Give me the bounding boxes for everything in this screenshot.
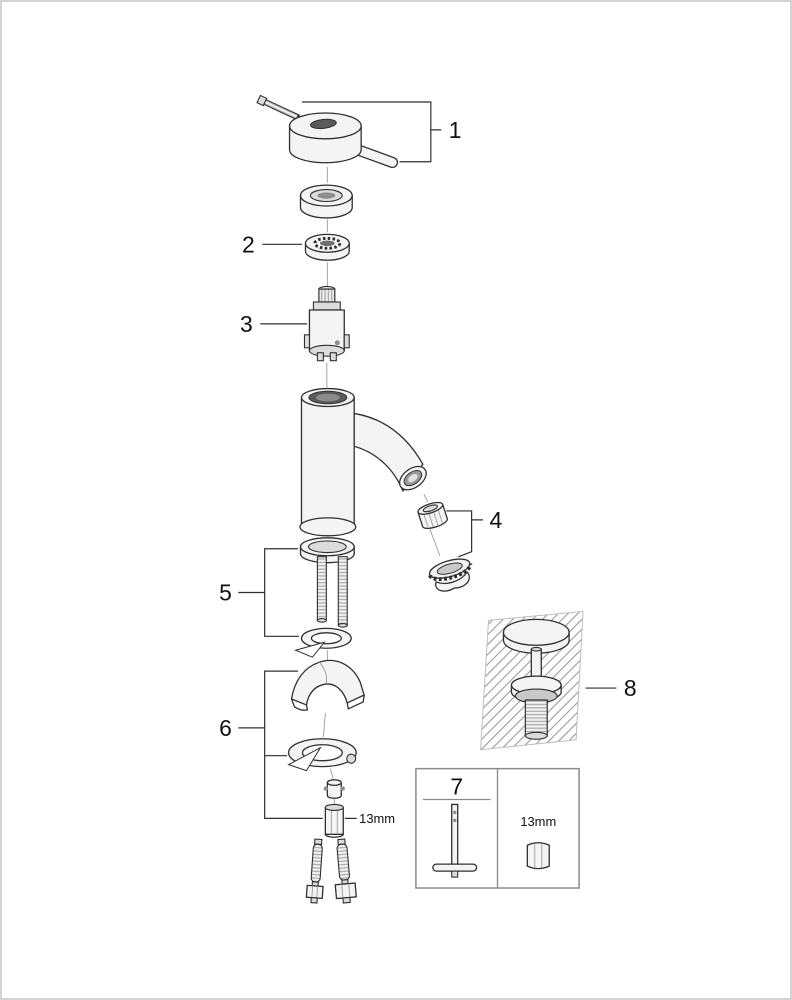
hex-size-box-text: 13mm	[520, 814, 556, 829]
part4-aerator	[417, 501, 473, 592]
callout-6-label: 6	[219, 715, 232, 741]
plug-threaded-body	[524, 699, 548, 737]
supply-hose-right	[334, 838, 357, 904]
flow-restrictor	[417, 501, 448, 530]
faucet-body	[299, 387, 427, 537]
callout-4-label: 4	[490, 507, 503, 533]
part2-mounting-nut	[304, 233, 350, 261]
hex-adapter	[324, 803, 344, 838]
callout-2-label: 2	[242, 231, 255, 257]
supply-hose-left	[305, 838, 324, 904]
threaded-stud-left	[316, 556, 327, 621]
body-cylinder	[300, 397, 355, 533]
cartridge-body	[308, 309, 345, 352]
part6-mounting-hardware: 13mm	[287, 659, 395, 904]
callout-1: 1	[301, 101, 462, 163]
part8-drain-plug	[480, 610, 584, 751]
tool-box: 7 13mm	[415, 767, 580, 889]
callout-2: 2	[242, 231, 303, 257]
callout-1-label: 1	[449, 117, 462, 143]
hex-nut	[526, 842, 550, 870]
callout-5-label: 5	[219, 580, 232, 606]
connector-fitting	[323, 779, 345, 799]
handle-top-slot	[309, 118, 337, 130]
part3-cartridge	[303, 285, 350, 362]
popup-plug	[502, 618, 570, 740]
clamp-wedge	[290, 659, 365, 711]
plug-cap	[502, 618, 570, 646]
threaded-stud-right	[337, 556, 348, 626]
aerator-key	[428, 558, 473, 592]
hex-size-annotation: 13mm	[344, 811, 395, 826]
body-base-rim	[299, 517, 357, 537]
horseshoe-plate	[287, 738, 357, 772]
callout-3-label: 3	[240, 311, 253, 337]
hex-size-text: 13mm	[359, 811, 395, 826]
horseshoe-washer	[293, 627, 352, 658]
callout-4: 4	[446, 507, 503, 558]
stud-wrench-tool	[432, 803, 478, 878]
assembly-axis-lines	[322, 166, 441, 806]
part1-lever-handle	[288, 112, 399, 169]
callout-6: 6	[219, 670, 323, 819]
callout-7-label: 7	[450, 774, 463, 800]
escutcheon-ring	[299, 184, 353, 219]
callout-8: 8	[585, 675, 637, 701]
callout-5: 5	[219, 548, 300, 637]
callout-3: 3	[240, 311, 308, 337]
callout-8-label: 8	[624, 675, 637, 701]
cartridge-stem	[318, 288, 336, 303]
part5-fixing-kit	[293, 537, 355, 658]
supply-hoses	[305, 838, 357, 904]
